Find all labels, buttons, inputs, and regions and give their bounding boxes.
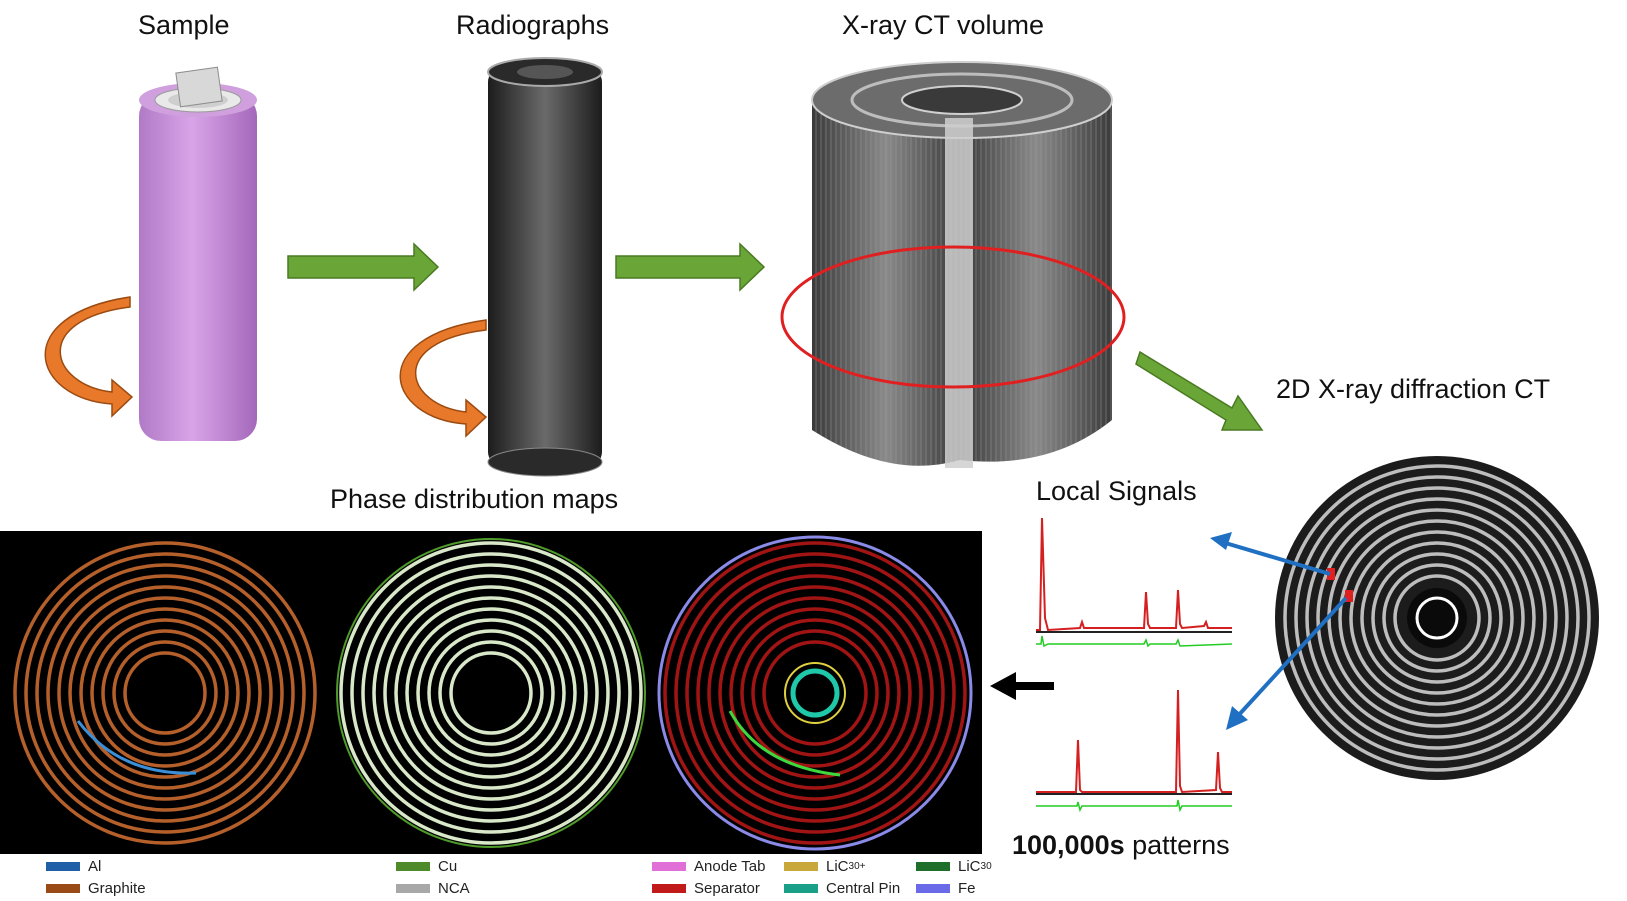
local-signals-title: Local Signals — [1036, 476, 1197, 506]
patterns-word: patterns — [1124, 830, 1230, 860]
phase-maps-title: Phase distribution maps — [330, 484, 619, 514]
legend-swatch — [916, 862, 950, 871]
legend-label: NCA — [438, 880, 470, 897]
legend-item: NCA — [396, 880, 470, 897]
rotation-arrow-icon — [44, 296, 134, 418]
legend-subscript: 30 — [980, 861, 992, 872]
legend-label: LiC — [958, 858, 981, 875]
process-arrow-icon — [615, 242, 766, 292]
legend-swatch — [916, 884, 950, 893]
phase-maps-panel — [0, 531, 982, 854]
diffraction-pattern-1 — [1036, 517, 1233, 648]
legend-label: Fe — [958, 880, 976, 897]
patterns-count: 100,000s — [1012, 830, 1125, 860]
legend-item: Graphite — [46, 880, 146, 897]
legend-item: Fe — [916, 880, 976, 897]
nca-phase-map — [336, 538, 646, 848]
legend-swatch — [46, 884, 80, 893]
pointer-arrow-icon — [1210, 532, 1348, 730]
legend-subscript: 30+ — [848, 861, 866, 872]
battery-cell-image — [139, 66, 257, 441]
legend-item: Separator — [652, 880, 760, 897]
legend-item: Al — [46, 858, 101, 875]
legend-label: Al — [88, 858, 102, 875]
legend-label: LiC — [826, 858, 849, 875]
xrd-ct-slice-image — [1275, 456, 1599, 780]
legend-label: Graphite — [88, 880, 146, 897]
legend-label: Central Pin — [826, 880, 901, 897]
patterns-caption: 100,000s patterns — [1012, 830, 1230, 861]
legend-swatch — [784, 862, 818, 871]
legend-item: Central Pin — [784, 880, 900, 897]
legend-swatch — [784, 884, 818, 893]
sample-title: Sample — [138, 10, 230, 40]
separator-phase-map — [657, 535, 973, 851]
ct-volume-title: X-ray CT volume — [842, 10, 1045, 40]
slice-plane-ring — [780, 245, 1126, 389]
phase-maps-svg — [13, 535, 973, 851]
xrd-ct-title: 2D X-ray diffraction CT — [1276, 374, 1551, 404]
ct-volume-image — [780, 61, 1126, 468]
legend-swatch — [396, 862, 430, 871]
legend-swatch — [652, 884, 686, 893]
process-arrow-icon — [1135, 350, 1264, 431]
rotation-arrow-icon — [399, 319, 488, 438]
legend-swatch — [396, 884, 430, 893]
radiographs-title: Radiographs — [456, 10, 610, 40]
legend-label: Anode Tab — [694, 858, 766, 875]
legend-item: Cu — [396, 858, 457, 875]
radiograph-image — [487, 57, 603, 477]
legend-swatch — [46, 862, 80, 871]
legend-item: Anode Tab — [652, 858, 765, 875]
diffraction-pattern-2 — [1036, 689, 1232, 813]
process-arrow-icon — [287, 242, 440, 292]
legend-label: Separator — [694, 880, 760, 897]
legend-label: Cu — [438, 858, 458, 875]
graphite-phase-map — [13, 541, 317, 845]
result-arrow-icon — [990, 672, 1054, 700]
legend-swatch — [652, 862, 686, 871]
